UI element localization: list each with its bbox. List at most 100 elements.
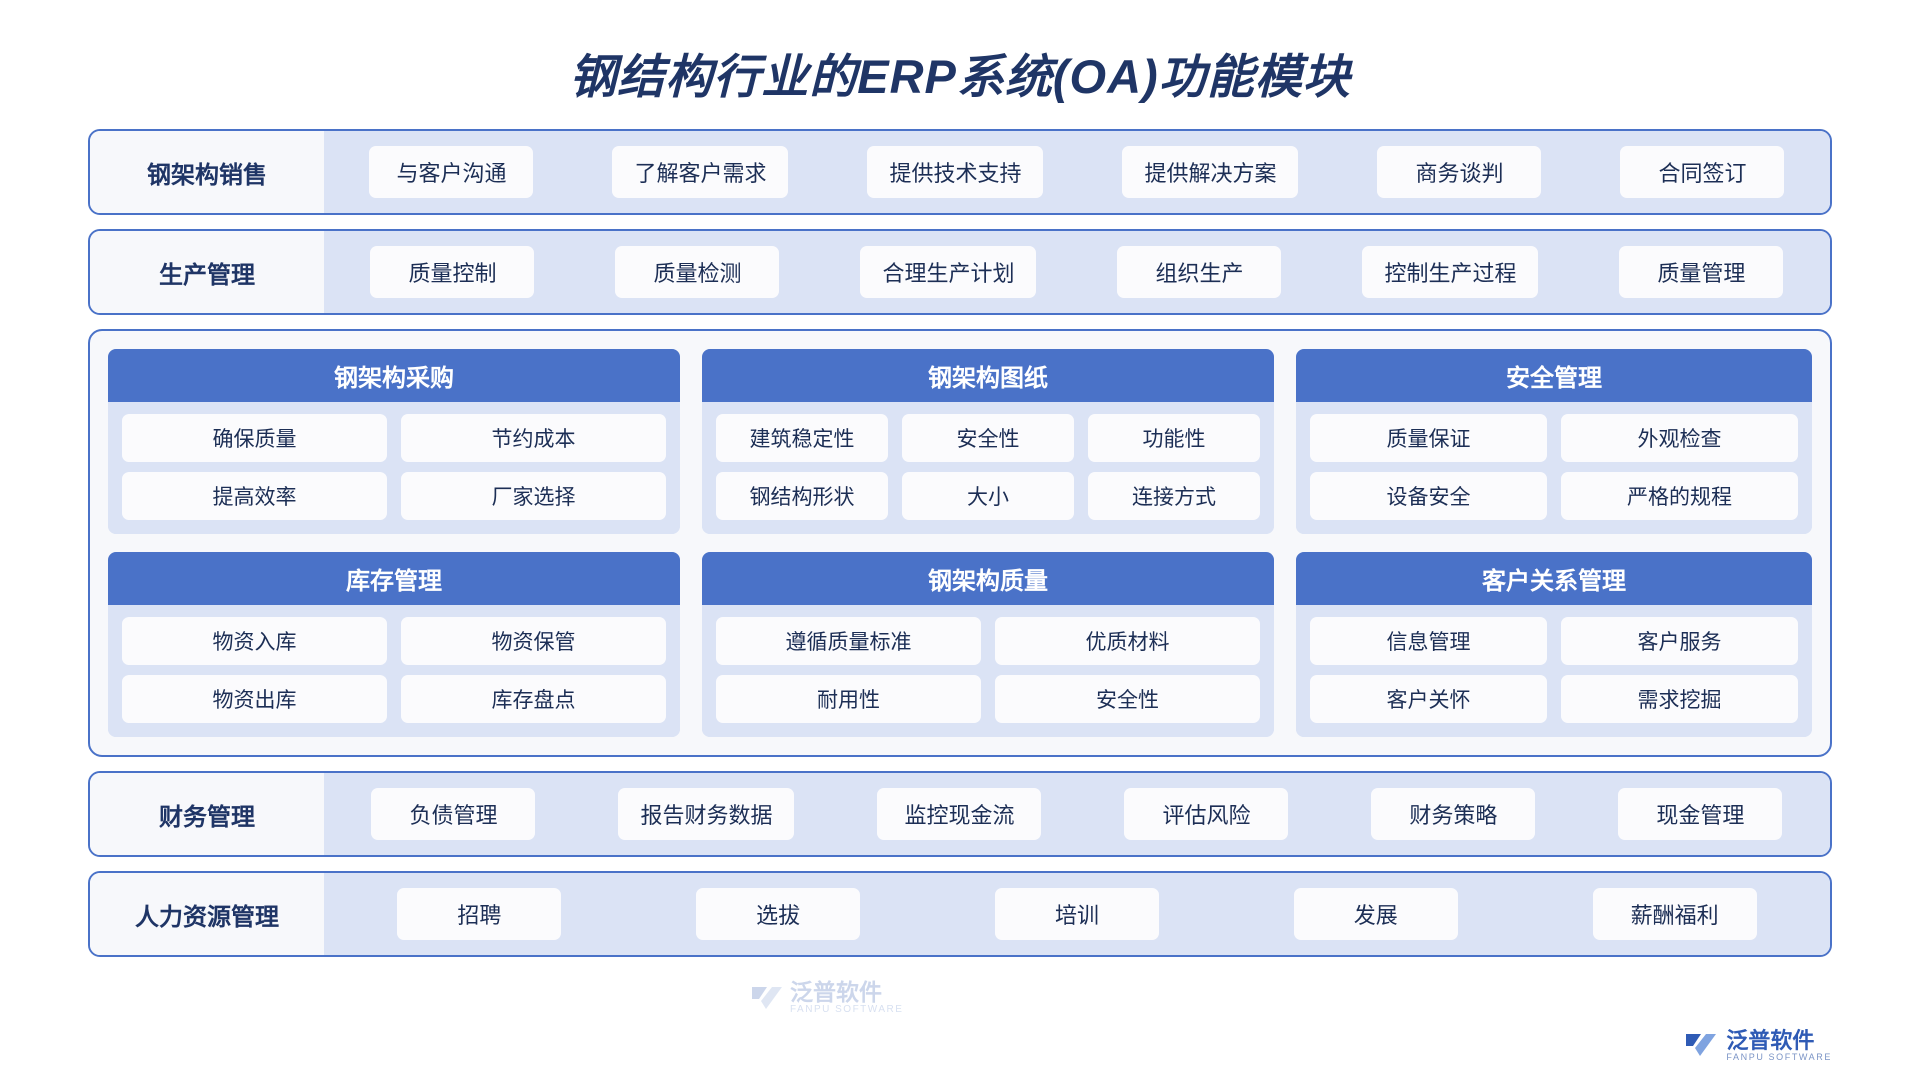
card-row: 耐用性安全性	[716, 675, 1261, 723]
module-card-grid: 钢架构采购确保质量节约成本提高效率厂家选择钢架构图纸建筑稳定性安全性功能性钢结构…	[108, 349, 1812, 737]
band-item-chip[interactable]: 选拔	[696, 888, 861, 940]
card-item-chip[interactable]: 安全性	[902, 414, 1075, 462]
band-label: 钢架构销售	[90, 131, 324, 213]
card-row: 提高效率厂家选择	[122, 472, 667, 520]
band-item-chip[interactable]: 质量控制	[370, 246, 535, 298]
card-item-chip[interactable]: 物资保管	[401, 617, 667, 665]
module-band: 生产管理质量控制 质量检测 合理生产计划 组织生产 控制生产过程 质量管理	[88, 229, 1832, 315]
band-item-chip[interactable]: 监控现金流	[877, 788, 1042, 840]
band-item-chip[interactable]: 发展	[1293, 888, 1458, 940]
card-body: 建筑稳定性安全性功能性钢结构形状大小连接方式	[702, 402, 1275, 534]
module-card: 钢架构质量遵循质量标准优质材料耐用性安全性	[702, 552, 1275, 737]
footer-logo-sub: FANPU SOFTWARE	[1726, 1052, 1832, 1062]
band-label: 财务管理	[90, 773, 324, 855]
band-items: 质量控制 质量检测 合理生产计划 组织生产 控制生产过程 质量管理	[324, 231, 1830, 313]
card-row: 信息管理客户服务	[1310, 617, 1798, 665]
band-item-chip[interactable]: 提供技术支持	[867, 146, 1044, 198]
band-item-chip[interactable]: 培训	[994, 888, 1159, 940]
watermark-sub: FANPU SOFTWARE	[790, 1004, 904, 1015]
card-item-chip[interactable]: 安全性	[995, 675, 1261, 723]
card-body: 物资入库物资保管物资出库库存盘点	[108, 605, 681, 737]
card-row: 钢结构形状大小连接方式	[716, 472, 1261, 520]
card-item-chip[interactable]: 物资入库	[122, 617, 388, 665]
band-item-chip[interactable]: 合理生产计划	[860, 246, 1037, 298]
module-card: 客户关系管理信息管理客户服务客户关怀需求挖掘	[1296, 552, 1812, 737]
fanpu-logo-icon	[1686, 1034, 1717, 1057]
card-item-chip[interactable]: 严格的规程	[1561, 472, 1798, 520]
card-item-chip[interactable]: 优质材料	[995, 617, 1261, 665]
card-item-chip[interactable]: 节约成本	[401, 414, 667, 462]
module-band: 人力资源管理 招聘 选拔 培训 发展 薪酬福利	[88, 871, 1832, 957]
card-row: 质量保证外观检查	[1310, 414, 1798, 462]
band-label: 生产管理	[90, 231, 324, 313]
module-card: 库存管理物资入库物资保管物资出库库存盘点	[108, 552, 681, 737]
module-card-container: 钢架构采购确保质量节约成本提高效率厂家选择钢架构图纸建筑稳定性安全性功能性钢结构…	[88, 329, 1832, 1015]
band-item-chip[interactable]: 薪酬福利	[1592, 888, 1757, 940]
card-item-chip[interactable]: 提高效率	[122, 472, 388, 520]
card-item-chip[interactable]: 库存盘点	[401, 675, 667, 723]
card-item-chip[interactable]: 耐用性	[716, 675, 982, 723]
band-label: 人力资源管理	[90, 873, 324, 955]
card-item-chip[interactable]: 信息管理	[1310, 617, 1548, 665]
card-row: 物资出库库存盘点	[122, 675, 667, 723]
module-card: 钢架构图纸建筑稳定性安全性功能性钢结构形状大小连接方式	[702, 349, 1275, 534]
bottom-bands-section: 财务管理负债管理 报告财务数据 监控现金流 评估风险 财务策略 现金管理人力资源管理 招聘 选…	[88, 771, 1832, 957]
module-card: 钢架构采购确保质量节约成本提高效率厂家选择	[108, 349, 681, 534]
band-item-chip[interactable]: 合同签订	[1620, 146, 1785, 198]
card-row: 客户关怀需求挖掘	[1310, 675, 1798, 723]
band-item-chip[interactable]: 控制生产过程	[1362, 246, 1539, 298]
card-item-chip[interactable]: 遵循质量标准	[716, 617, 982, 665]
footer-logo-name: 泛普软件	[1726, 1027, 1815, 1053]
top-bands-section: 钢架构销售与客户沟通 了解客户需求 提供技术支持 提供解决方案 商务谈判 合同签订生产管理…	[88, 129, 1832, 315]
card-body: 质量保证外观检查设备安全严格的规程	[1296, 402, 1812, 534]
card-item-chip[interactable]: 质量保证	[1310, 414, 1548, 462]
card-item-chip[interactable]: 客户服务	[1561, 617, 1798, 665]
card-item-chip[interactable]: 大小	[902, 472, 1075, 520]
card-header: 客户关系管理	[1296, 552, 1812, 605]
band-item-chip[interactable]: 组织生产	[1117, 246, 1282, 298]
card-header: 钢架构质量	[702, 552, 1275, 605]
band-item-chip[interactable]: 负债管理	[371, 788, 536, 840]
card-item-chip[interactable]: 设备安全	[1310, 472, 1548, 520]
module-band: 钢架构销售与客户沟通 了解客户需求 提供技术支持 提供解决方案 商务谈判 合同签订	[88, 129, 1832, 215]
module-card: 安全管理质量保证外观检查设备安全严格的规程	[1296, 349, 1812, 534]
band-items: 与客户沟通 了解客户需求 提供技术支持 提供解决方案 商务谈判 合同签订	[324, 131, 1830, 213]
card-item-chip[interactable]: 功能性	[1088, 414, 1261, 462]
band-item-chip[interactable]: 了解客户需求	[612, 146, 789, 198]
band-item-chip[interactable]: 商务谈判	[1377, 146, 1542, 198]
band-item-chip[interactable]: 质量检测	[615, 246, 780, 298]
card-body: 遵循质量标准优质材料耐用性安全性	[702, 605, 1275, 737]
card-row: 确保质量节约成本	[122, 414, 667, 462]
card-row: 物资入库物资保管	[122, 617, 667, 665]
band-item-chip[interactable]: 提供解决方案	[1122, 146, 1299, 198]
watermark: 泛普软件 FANPU SOFTWARE	[750, 981, 903, 1015]
fanpu-logo-icon	[752, 987, 782, 1009]
card-header: 安全管理	[1296, 349, 1812, 402]
card-item-chip[interactable]: 钢结构形状	[716, 472, 889, 520]
band-item-chip[interactable]: 质量管理	[1619, 246, 1784, 298]
card-row: 建筑稳定性安全性功能性	[716, 414, 1261, 462]
card-item-chip[interactable]: 厂家选择	[401, 472, 667, 520]
card-item-chip[interactable]: 建筑稳定性	[716, 414, 889, 462]
band-item-chip[interactable]: 评估风险	[1124, 788, 1289, 840]
page-title: 钢结构行业的ERP系统(OA)功能模块	[569, 50, 1351, 103]
card-header: 钢架构采购	[108, 349, 681, 402]
watermark-name: 泛普软件	[790, 979, 882, 1005]
card-body: 确保质量节约成本提高效率厂家选择	[108, 402, 681, 534]
card-item-chip[interactable]: 连接方式	[1088, 472, 1261, 520]
card-item-chip[interactable]: 外观检查	[1561, 414, 1798, 462]
footer-logo: 泛普软件 FANPU SOFTWARE	[1684, 1029, 1832, 1062]
band-item-chip[interactable]: 现金管理	[1618, 788, 1783, 840]
card-item-chip[interactable]: 需求挖掘	[1561, 675, 1798, 723]
card-header: 库存管理	[108, 552, 681, 605]
card-item-chip[interactable]: 物资出库	[122, 675, 388, 723]
band-items: 负债管理 报告财务数据 监控现金流 评估风险 财务策略 现金管理	[324, 773, 1830, 855]
card-item-chip[interactable]: 确保质量	[122, 414, 388, 462]
band-item-chip[interactable]: 与客户沟通	[369, 146, 534, 198]
card-body: 信息管理客户服务客户关怀需求挖掘	[1296, 605, 1812, 737]
band-item-chip[interactable]: 报告财务数据	[618, 788, 795, 840]
card-row: 遵循质量标准优质材料	[716, 617, 1261, 665]
card-item-chip[interactable]: 客户关怀	[1310, 675, 1548, 723]
band-item-chip[interactable]: 招聘	[397, 888, 562, 940]
band-item-chip[interactable]: 财务策略	[1371, 788, 1536, 840]
